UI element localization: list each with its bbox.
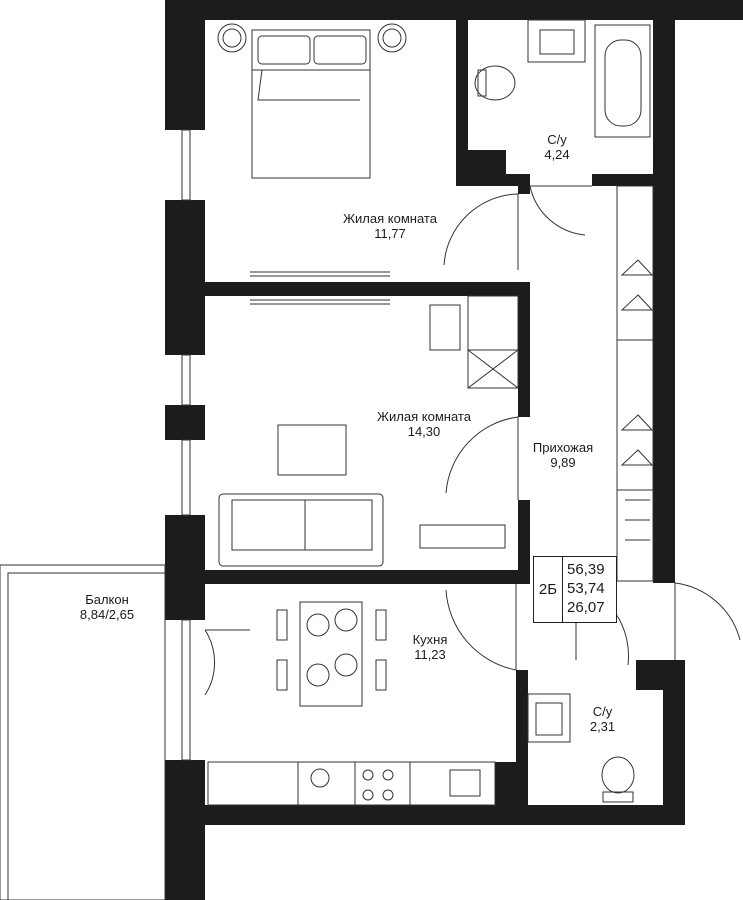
tv-unit bbox=[250, 271, 390, 305]
apartment-summary-box: 2Б 56,39 53,74 26,07 bbox=[533, 556, 617, 623]
wardrobe bbox=[616, 185, 654, 582]
room-name: Жилая комната bbox=[343, 211, 437, 226]
room-label-bathroom-1: С/у 4,24 bbox=[517, 132, 597, 162]
apartment-areas: 56,39 53,74 26,07 bbox=[567, 560, 605, 617]
walls bbox=[165, 0, 743, 900]
room-area: 4,24 bbox=[544, 147, 570, 162]
bedroom2-furniture bbox=[218, 295, 519, 567]
total-area: 56,39 bbox=[567, 561, 605, 578]
windows bbox=[181, 129, 191, 761]
room-label-hallway: Прихожая 9,89 bbox=[523, 440, 603, 470]
room-area: 9,89 bbox=[550, 455, 576, 470]
door-bedroom1 bbox=[443, 193, 519, 270]
door-bath1 bbox=[529, 185, 592, 236]
door-bedroom2 bbox=[445, 416, 519, 500]
room-area: 11,23 bbox=[414, 647, 446, 662]
room-name: С/у bbox=[547, 132, 567, 147]
bath1-fixtures bbox=[474, 19, 651, 138]
room-area: 2,31 bbox=[589, 719, 616, 734]
kitchen-furniture bbox=[207, 601, 496, 806]
balcony bbox=[0, 564, 166, 900]
room-label-balcony: Балкон 8,84/2,65 bbox=[62, 592, 152, 622]
room-name: Кухня bbox=[412, 632, 448, 647]
room-area: 11,77 bbox=[374, 226, 406, 241]
living-area-total: 53,74 bbox=[567, 580, 605, 597]
room-label-kitchen: Кухня 11,23 bbox=[390, 632, 470, 662]
door-kitchen bbox=[445, 583, 517, 671]
bed bbox=[217, 23, 407, 179]
room-label-bedroom-1: Жилая комната 11,77 bbox=[330, 211, 450, 241]
room-name: Прихожая bbox=[532, 440, 594, 455]
living-area: 26,07 bbox=[567, 599, 605, 616]
room-area: 14,30 bbox=[407, 424, 441, 439]
room-name: Жилая комната bbox=[377, 409, 471, 424]
apartment-type: 2Б bbox=[534, 557, 563, 622]
room-name: С/у bbox=[592, 704, 613, 719]
room-name: Балкон bbox=[85, 592, 129, 607]
bath2-fixtures bbox=[527, 693, 635, 803]
door-entrance bbox=[674, 582, 741, 660]
room-label-bathroom-2: С/у 2,31 bbox=[565, 704, 640, 734]
door-balcony bbox=[204, 629, 250, 696]
room-area: 8,84/2,65 bbox=[79, 607, 135, 622]
room-label-bedroom-2: Жилая комната 14,30 bbox=[364, 409, 484, 439]
